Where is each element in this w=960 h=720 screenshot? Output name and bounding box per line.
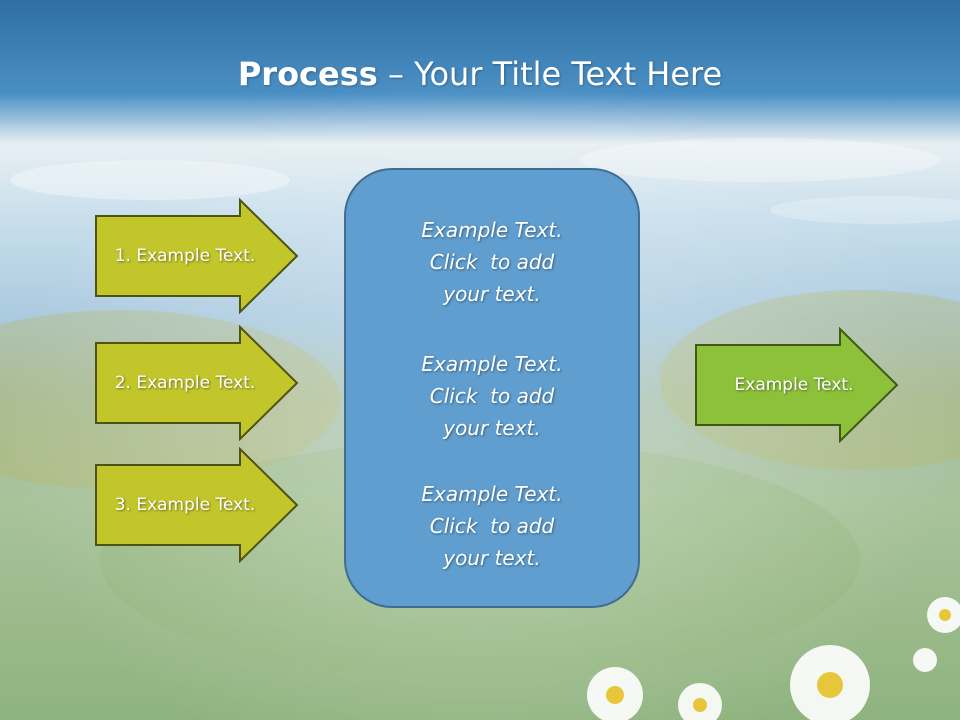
center-text-block-2[interactable]: Example Text. Click to add your text. bbox=[346, 348, 638, 444]
output-arrow-label: Example Text. bbox=[734, 375, 854, 395]
block-line: Example Text. bbox=[421, 482, 563, 506]
input-arrow-label: 1. Example Text. bbox=[114, 246, 256, 266]
arrow-right-shape bbox=[695, 327, 899, 443]
center-process-box[interactable]: Example Text. Click to add your text. Ex… bbox=[344, 168, 640, 608]
input-arrow-label: 3. Example Text. bbox=[114, 495, 256, 515]
block-line: your text. bbox=[443, 546, 541, 570]
block-line: Click to add bbox=[429, 250, 555, 274]
block-line: your text. bbox=[443, 282, 541, 306]
title-rest-text: – Your Title Text Here bbox=[377, 55, 723, 93]
title-bold-text: Process bbox=[237, 55, 378, 93]
block-line: your text. bbox=[443, 416, 541, 440]
slide-title[interactable]: Process – Your Title Text Here bbox=[0, 52, 960, 96]
block-line: Click to add bbox=[429, 384, 555, 408]
block-line: Example Text. bbox=[421, 352, 563, 376]
input-arrow-3[interactable]: 3. Example Text. bbox=[94, 447, 299, 563]
input-arrow-2[interactable]: 2. Example Text. bbox=[94, 325, 299, 441]
block-line: Click to add bbox=[429, 514, 555, 538]
center-text-block-3[interactable]: Example Text. Click to add your text. bbox=[346, 478, 638, 574]
arrow-right-shape bbox=[95, 325, 299, 441]
arrow-right-shape bbox=[95, 447, 299, 563]
input-arrow-label: 2. Example Text. bbox=[114, 373, 256, 393]
output-arrow[interactable]: Example Text. bbox=[694, 327, 899, 443]
block-line: Example Text. bbox=[421, 218, 563, 242]
center-text-block-1[interactable]: Example Text. Click to add your text. bbox=[346, 214, 638, 310]
input-arrow-1[interactable]: 1. Example Text. bbox=[94, 198, 299, 314]
arrow-right-shape bbox=[95, 198, 299, 314]
